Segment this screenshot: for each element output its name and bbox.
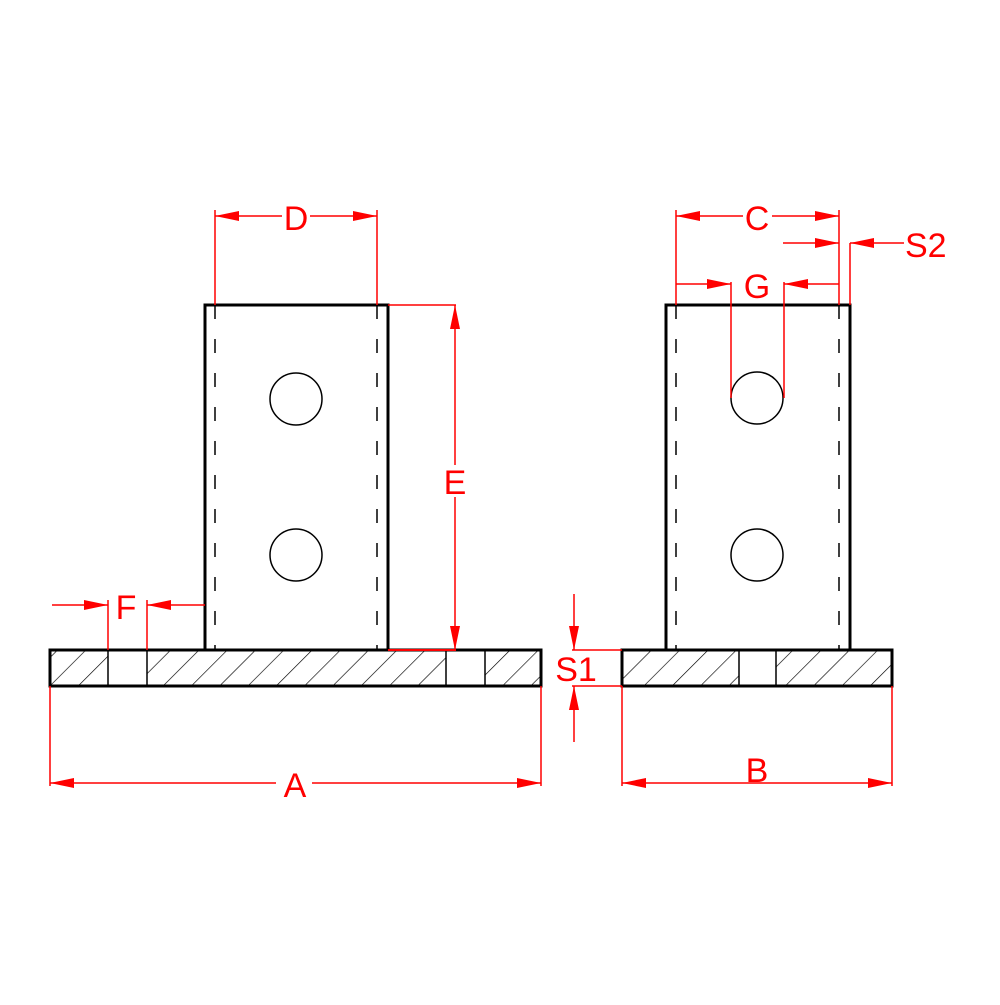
dimension-g: G	[676, 268, 839, 398]
label-b: B	[746, 752, 769, 790]
label-c: C	[745, 200, 770, 238]
label-d: D	[284, 200, 309, 238]
side-base-plate	[620, 648, 894, 688]
label-a: A	[284, 767, 307, 805]
front-column	[203, 303, 390, 652]
label-g: G	[744, 268, 770, 306]
dimension-f: F	[52, 589, 205, 650]
front-base-plate	[48, 648, 543, 688]
front-hole-top	[269, 372, 323, 426]
dimension-s2: S2	[783, 227, 947, 305]
dimension-e: E	[388, 304, 467, 651]
label-e: E	[444, 464, 467, 502]
label-s2: S2	[905, 227, 947, 265]
side-view: C S2 G S1 B	[555, 200, 946, 790]
dimension-c: C	[675, 200, 840, 305]
label-s1: S1	[555, 651, 597, 689]
front-hole-bottom	[269, 528, 323, 582]
side-hole-bottom	[730, 528, 784, 582]
label-f: F	[116, 589, 137, 627]
dimension-d: D	[214, 200, 378, 305]
dimension-s1: S1	[555, 594, 622, 742]
front-view: D E F A	[48, 200, 543, 805]
side-column	[664, 303, 852, 652]
dimension-a: A	[49, 686, 542, 805]
dimension-b: B	[621, 686, 893, 790]
